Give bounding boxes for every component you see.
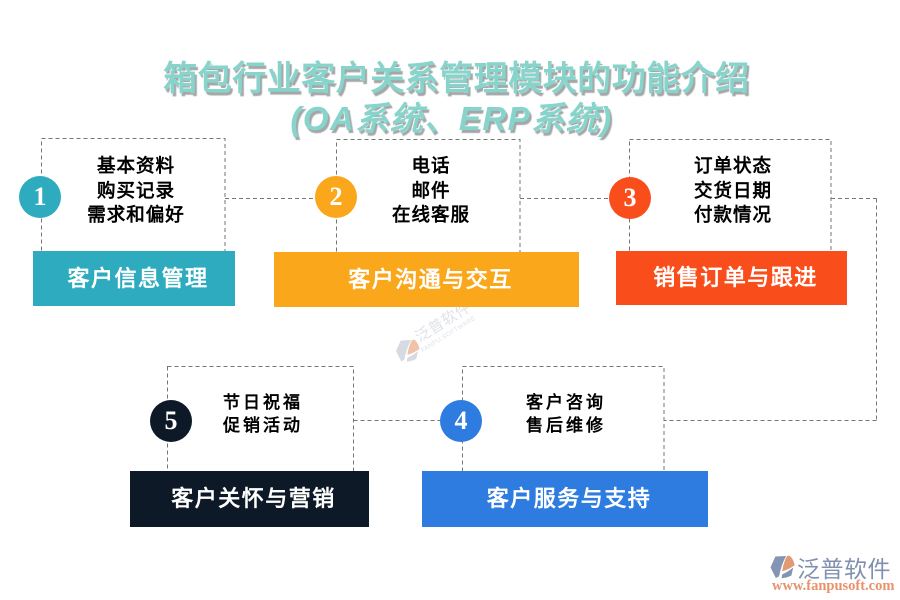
- svg-text:泛普软件: 泛普软件: [797, 557, 891, 582]
- svg-text:www.fanpusoft.com: www.fanpusoft.com: [772, 578, 894, 594]
